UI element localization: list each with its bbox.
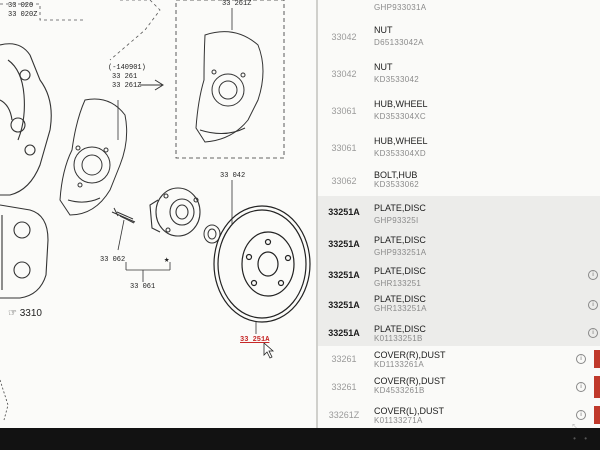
resize-handle-icon[interactable]: ⤡	[572, 422, 580, 428]
mouse-cursor-icon	[263, 342, 275, 359]
parts-row[interactable]: 33251A PLATE,DISC GHP933251A	[318, 228, 600, 260]
label-33061[interactable]: 33 061	[130, 283, 156, 291]
label-33261[interactable]: 33 261	[112, 73, 138, 81]
part-number[interactable]: KD1133261A	[374, 360, 424, 369]
parts-row[interactable]: 33251A PLATE,DISC GHR133251 i	[318, 259, 600, 291]
dust-shield-drawing	[59, 98, 128, 216]
part-name: PLATE,DISC	[374, 294, 426, 304]
part-number[interactable]: K01133251B	[374, 334, 423, 343]
label-33042[interactable]: 33 042	[220, 172, 246, 180]
part-number[interactable]: D65133042A	[374, 38, 424, 47]
part-number[interactable]: KD3533042	[374, 75, 419, 84]
parts-row[interactable]: 33251A PLATE,DISC GHP93325I	[318, 196, 600, 229]
info-icon[interactable]: i	[588, 270, 598, 280]
label-33251a-highlighted[interactable]: 33 251A	[240, 336, 270, 344]
part-number[interactable]: GHR133251	[374, 279, 422, 288]
label-3310-text: 3310	[19, 308, 42, 319]
info-icon[interactable]: i	[588, 300, 598, 310]
info-icon[interactable]: i	[588, 328, 598, 338]
part-name: PLATE,DISC	[374, 324, 426, 334]
label-33261z-top[interactable]: 33 261Z	[222, 0, 252, 8]
part-number[interactable]: KD3533062	[374, 180, 419, 189]
part-name: HUB,WHEEL	[374, 99, 428, 109]
info-icon[interactable]: i	[576, 354, 586, 364]
info-icon[interactable]: i	[576, 410, 586, 420]
part-name: HUB,WHEEL	[374, 136, 428, 146]
part-name: PLATE,DISC	[374, 266, 426, 276]
steering-knuckle-drawing	[0, 43, 52, 196]
part-name: PLATE,DISC	[374, 235, 426, 245]
part-name: PLATE,DISC	[374, 203, 426, 213]
label-33020[interactable]: 33 020	[8, 2, 34, 10]
part-ref-code: 33251A	[328, 300, 360, 310]
part-ref-code: 33061	[331, 105, 357, 116]
part-ref-code: 33042	[331, 31, 357, 42]
label-33020z[interactable]: 33 020Z	[8, 11, 38, 19]
status-flag	[594, 350, 600, 368]
wheel-hub-drawing	[149, 187, 201, 237]
part-ref-code: 33042	[331, 68, 357, 79]
bezel-indicator: • •	[573, 434, 590, 443]
parts-row[interactable]: 33042 NUT D65133042A	[318, 18, 600, 56]
part-number[interactable]: KD353304XD	[374, 149, 426, 158]
parts-row[interactable]: 33061 HUB,WHEEL KD353304XC	[318, 92, 600, 130]
caliper-drawing	[0, 204, 49, 299]
brake-assembly-drawing	[0, 0, 311, 421]
hub-bolt-drawing	[111, 207, 136, 224]
part-number[interactable]: KD4533261B	[374, 386, 425, 395]
label-33062[interactable]: 33 062	[100, 256, 126, 264]
label-3310[interactable]: ☞ 3310	[8, 308, 42, 319]
part-name: COVER(L),DUST	[374, 406, 445, 416]
part-number[interactable]: GHP933031A	[374, 3, 427, 12]
part-ref-code: 33251A	[328, 238, 360, 249]
dust-shield-alt-drawing	[195, 31, 264, 143]
pane-divider[interactable]	[316, 0, 318, 428]
part-ref-code: 33062	[331, 176, 357, 186]
part-ref-code: 33261Z	[328, 410, 360, 420]
part-ref-code: 33261	[331, 382, 357, 392]
status-flag	[594, 406, 600, 424]
monitor-bezel: • •	[0, 428, 600, 450]
part-name: NUT	[374, 25, 393, 35]
label-33261z[interactable]: 33 261Z	[112, 82, 142, 90]
parts-row[interactable]: GHP933031A	[318, 0, 600, 19]
label-date-note: (-140901)	[108, 64, 146, 72]
part-name: COVER(R),DUST	[374, 350, 446, 360]
status-flag	[594, 376, 600, 398]
hub-nut-drawing	[203, 224, 221, 244]
parts-row[interactable]: 33061 HUB,WHEEL KD353304XD	[318, 129, 600, 167]
part-name: NUT	[374, 62, 393, 72]
part-ref-code: 33251A	[328, 269, 360, 280]
part-number[interactable]: K01133271A	[374, 416, 423, 425]
part-ref-code: 33251A	[328, 328, 360, 338]
part-number[interactable]: GHP933251A	[374, 248, 427, 257]
part-number[interactable]: GHR133251A	[374, 304, 427, 313]
star-marker: ★	[164, 255, 170, 265]
part-ref-code: 33261	[331, 354, 357, 364]
part-ref-code: 33251A	[328, 207, 360, 217]
brake-disc-drawing	[213, 205, 311, 323]
part-number[interactable]: KD353304XC	[374, 112, 426, 121]
part-ref-code: 33061	[331, 142, 357, 153]
part-name: BOLT,HUB	[374, 170, 418, 180]
screen: 33 020 33 020Z 33 261Z (-140901) 33 261 …	[0, 0, 600, 428]
part-name: COVER(R),DUST	[374, 376, 446, 386]
parts-row[interactable]: 33042 NUT KD3533042	[318, 55, 600, 93]
part-number[interactable]: GHP93325I	[374, 216, 419, 225]
parts-diagram: 33 020 33 020Z 33 261Z (-140901) 33 261 …	[0, 0, 311, 421]
info-icon[interactable]: i	[576, 382, 586, 392]
